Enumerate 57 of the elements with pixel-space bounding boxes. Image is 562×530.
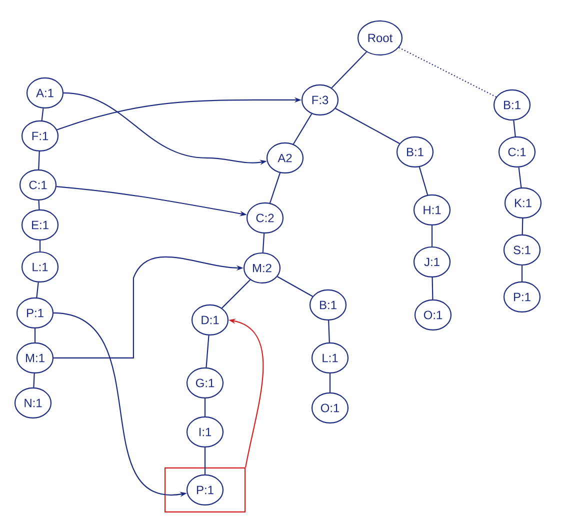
tree-line [38, 200, 40, 210]
tree-node: B:1 [396, 136, 434, 168]
tree-node: B:1 [493, 89, 531, 121]
tree-line [418, 166, 428, 196]
tree-node: A:1 [26, 77, 64, 109]
tree-line [432, 278, 434, 300]
tree-node: L:1 [311, 342, 349, 374]
tree-line [277, 276, 313, 297]
tree-node: K:1 [504, 187, 542, 219]
tree-node: C:1 [19, 169, 57, 201]
tree-node: P:1 [186, 474, 224, 506]
root-node: Root [357, 20, 403, 56]
tree-node: P:1 [503, 281, 541, 313]
tree-line [41, 108, 44, 121]
dotted-line [398, 47, 496, 98]
tree-node: G:1 [186, 367, 224, 399]
tree-node: A2 [266, 142, 304, 174]
tree-line [36, 282, 39, 298]
tree-node: F:1 [21, 120, 59, 152]
tree-line [262, 233, 265, 252]
tree-node: O:1 [311, 392, 349, 424]
tree-line [222, 280, 250, 308]
tree-line [38, 152, 40, 170]
tree-node: E:1 [21, 209, 59, 241]
highlight-box [164, 467, 246, 513]
tree-line [206, 335, 210, 368]
tree-line [328, 320, 330, 342]
tree-node: B:1 [309, 289, 347, 321]
tree-node: I:1 [186, 416, 224, 448]
tree-line [522, 218, 524, 234]
tree-line [39, 240, 41, 252]
tree-line [518, 167, 522, 188]
tree-node: O:1 [414, 299, 452, 331]
tree-line [292, 114, 312, 144]
tree-line [513, 120, 516, 137]
tree-line [34, 328, 36, 342]
tree-line [335, 108, 400, 144]
tree-node: N:1 [14, 387, 52, 419]
tree-line [331, 52, 367, 88]
tree-node: P:1 [16, 297, 54, 329]
tree-node: S:1 [503, 234, 541, 266]
tree-line [329, 374, 331, 392]
tree-node: H:1 [413, 194, 451, 226]
tree-node: L:1 [21, 251, 59, 283]
tree-node: M:1 [16, 342, 54, 374]
tree-node: F:3 [301, 84, 339, 116]
tree-line [204, 398, 206, 416]
tree-line [204, 448, 206, 474]
tree-node: C:2 [246, 202, 284, 234]
tree-node: M:2 [243, 252, 281, 284]
tree-node: D:1 [191, 304, 229, 336]
tree-node: C:1 [498, 136, 536, 168]
tree-line [33, 374, 35, 388]
tree-line [431, 226, 433, 246]
tree-node: J:1 [413, 246, 451, 278]
tree-line [521, 266, 523, 282]
tree-line [269, 172, 281, 204]
